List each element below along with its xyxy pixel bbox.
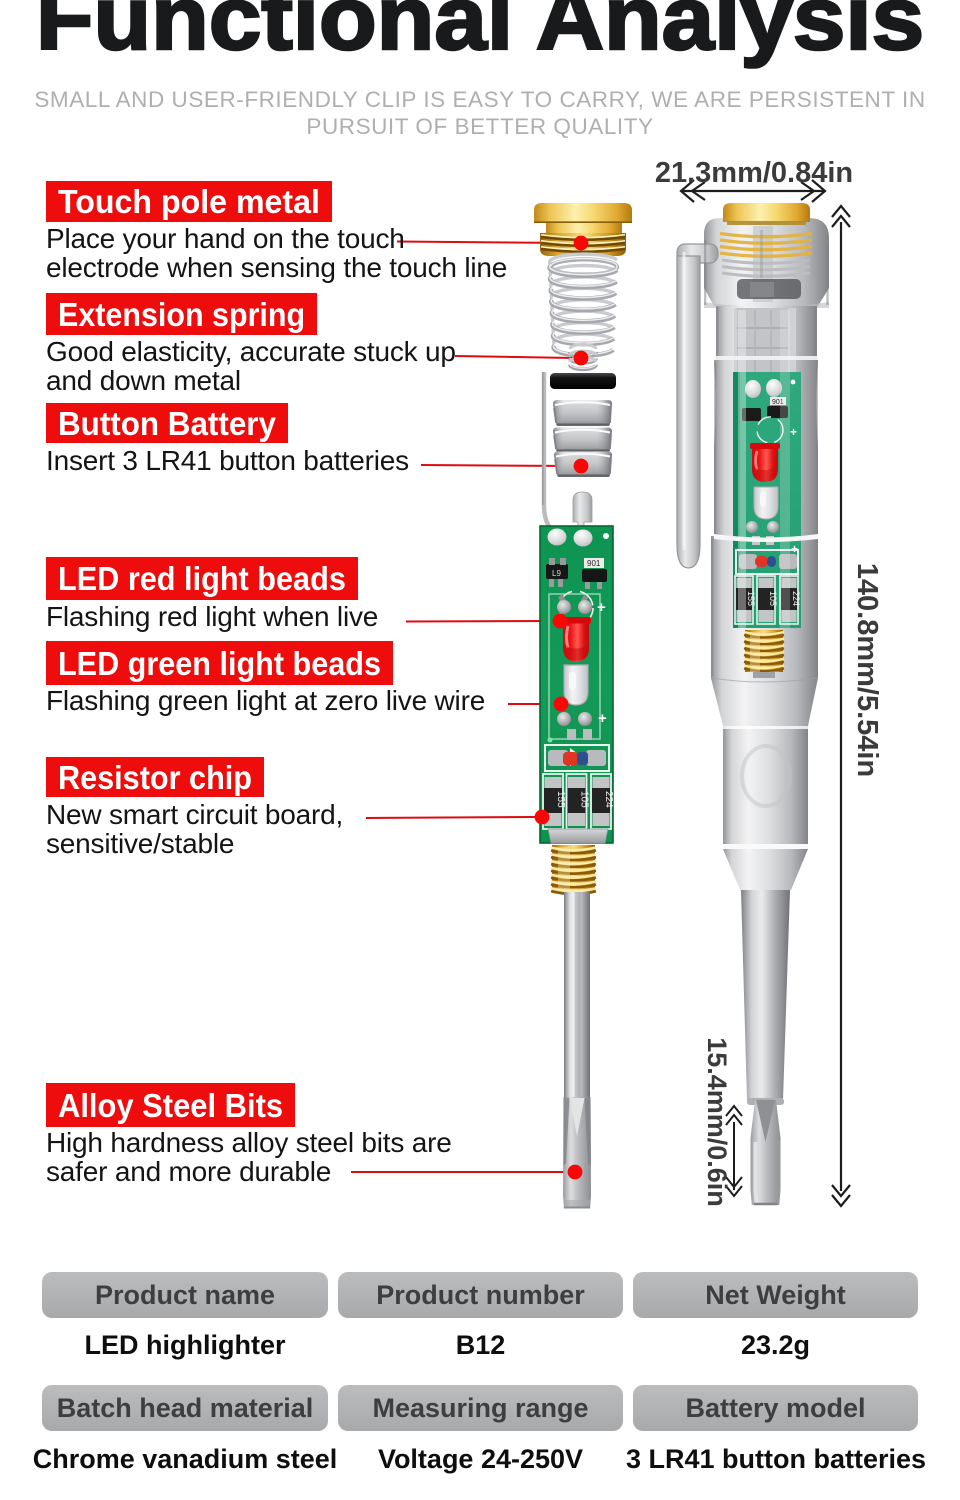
svg-text:+: + [597, 599, 606, 616]
svg-text:140.8mm/5.54in: 140.8mm/5.54in [851, 563, 883, 777]
svg-text:155: 155 [555, 791, 566, 808]
svg-text:15.4mm/0.6in: 15.4mm/0.6in [702, 1037, 732, 1207]
svg-text:224: 224 [791, 591, 801, 606]
svg-text:+: + [790, 425, 797, 439]
svg-text:105: 105 [579, 791, 590, 808]
svg-text:224: 224 [603, 791, 614, 808]
svg-text:105: 105 [768, 591, 778, 606]
svg-text:901: 901 [587, 559, 601, 568]
svg-text:+: + [598, 710, 607, 727]
svg-text:L9: L9 [552, 569, 561, 578]
svg-text:901: 901 [772, 399, 784, 406]
svg-text:155: 155 [746, 591, 756, 606]
